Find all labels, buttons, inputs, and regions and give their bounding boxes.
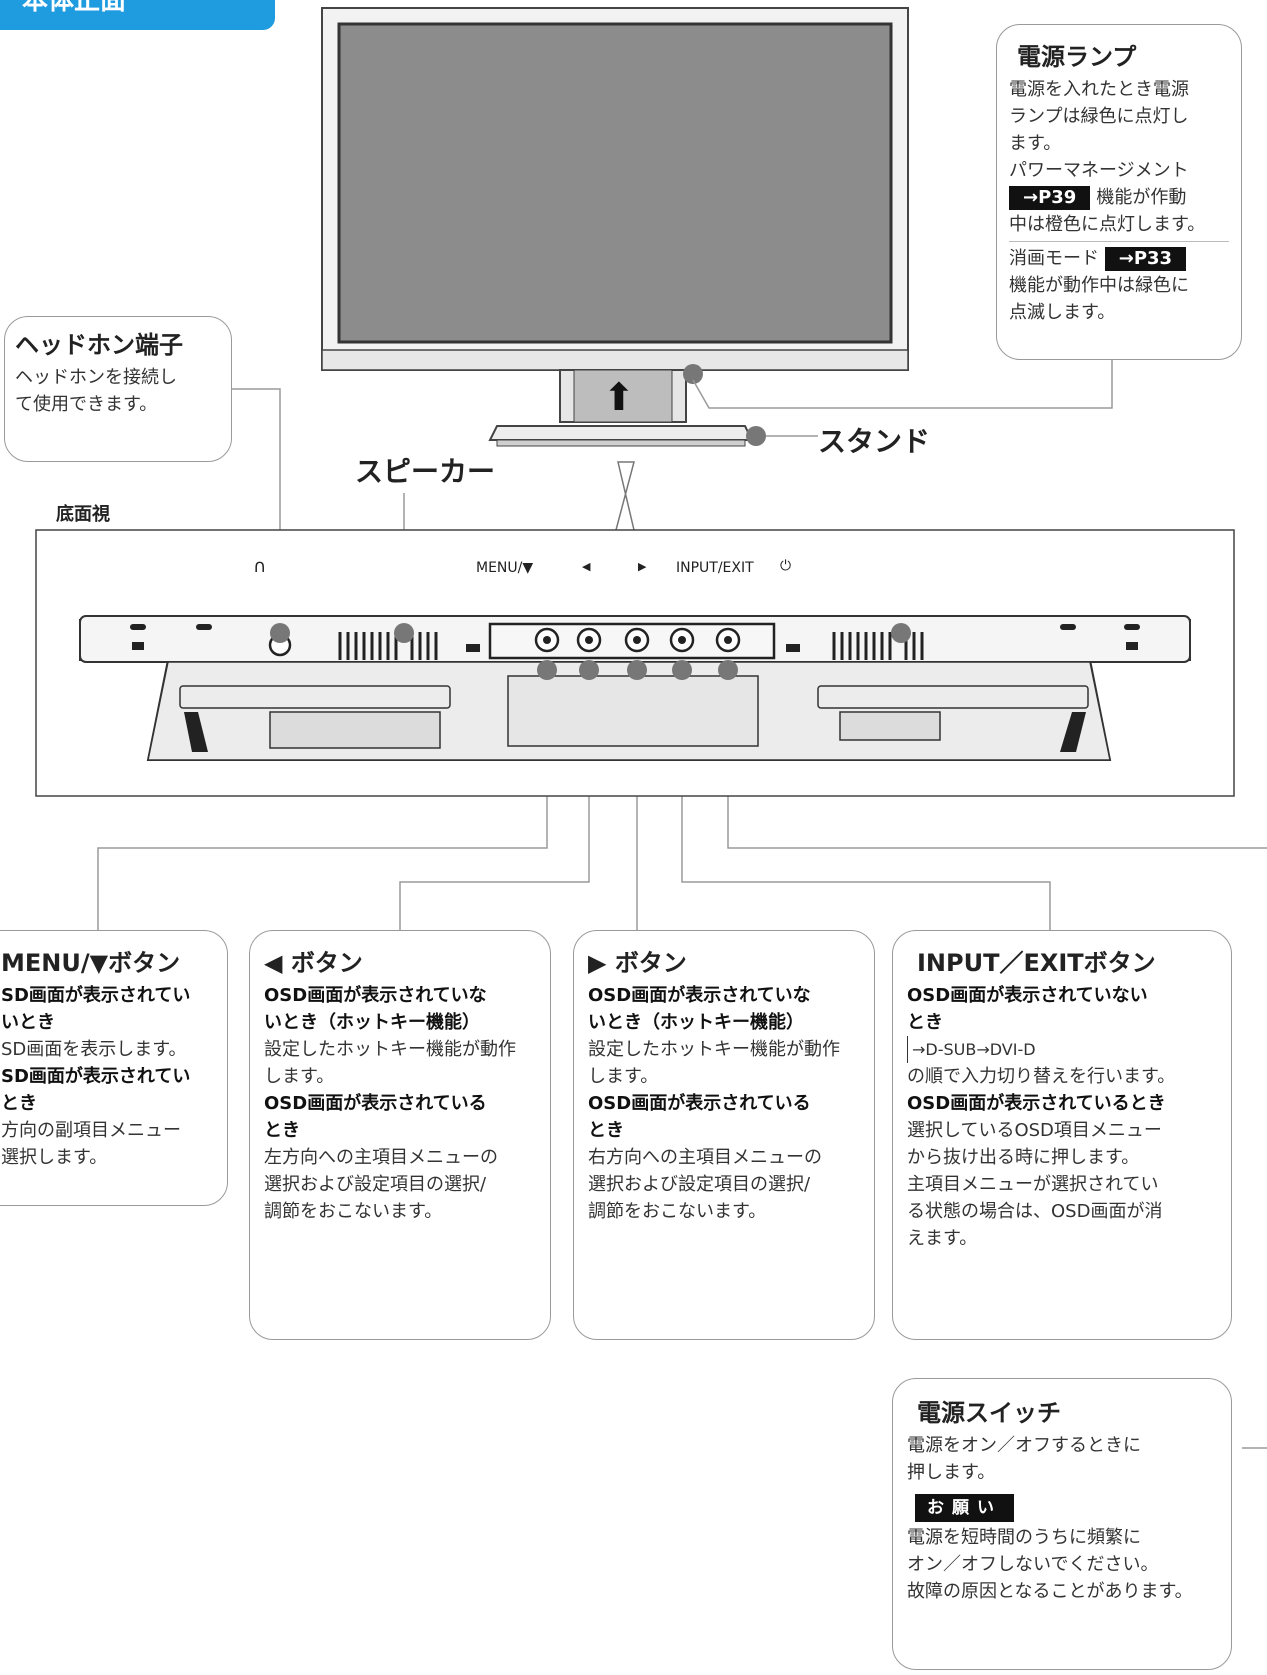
callout-title: 電源ランプ	[1017, 43, 1137, 71]
callout-line: いとき（ホットキー機能）	[588, 1012, 804, 1033]
callout-line: いとき（ホットキー機能）	[264, 1012, 480, 1033]
monitor-screen	[337, 22, 893, 344]
power-lamp-dot	[683, 364, 703, 384]
callout-power-lamp: 電源ランプ 電源を入れたとき電源 ランプは緑色に点灯し ます。 パワーマネージメ…	[996, 24, 1242, 360]
callout-line: とき	[588, 1120, 624, 1141]
callout-line: 選択および設定項目の選択/	[264, 1174, 487, 1195]
stand-label: スタンド	[818, 425, 931, 458]
callout-line: します。	[264, 1066, 335, 1087]
callout-line: ます。	[1009, 133, 1062, 154]
speaker-label: スピーカー	[355, 455, 496, 488]
callout-line: OSD画面が表示されている	[588, 1093, 811, 1114]
callout-line: します。	[588, 1066, 659, 1087]
section-tab-label: 本体正面	[22, 0, 127, 16]
callout-line: 設定したホットキー機能が動作	[588, 1039, 840, 1060]
callout-line: 主項目メニューが選択されてい	[907, 1174, 1159, 1195]
callout-line: パワーマネージメント	[1009, 160, 1189, 181]
bottom-view-dots	[270, 623, 911, 680]
callout-line: 設定したホットキー機能が動作	[264, 1039, 516, 1060]
callout-title: MENU/▼ボタン	[1, 949, 181, 977]
stand-dot	[746, 426, 766, 446]
callout-line: て使用できます。	[15, 394, 158, 415]
callout-line: とき	[907, 1012, 943, 1033]
headphone-icon: ∩	[253, 556, 267, 577]
leader-power-lamp	[692, 360, 1113, 409]
page-ref[interactable]: →P33	[1104, 247, 1187, 271]
monitor-lower-bezel	[321, 349, 909, 371]
bottom-view-body	[79, 615, 1191, 761]
callout-line: 選択しているOSD項目メニュー	[907, 1120, 1162, 1141]
input-button-label: INPUT/EXIT	[676, 560, 754, 576]
callout-line: 電源をオン／オフするときに	[907, 1435, 1141, 1456]
callout-title: INPUT／EXITボタン	[917, 949, 1156, 977]
callout-line: 調節をおこないます。	[264, 1201, 443, 1222]
callout-line: SD画面が表示されてい	[1, 985, 191, 1006]
input-cycle: →D-SUB→DVI-D	[907, 1036, 1036, 1063]
callout-right-button: ▶ ボタン OSD画面が表示されていな いとき（ホットキー機能） 設定したホット…	[573, 930, 875, 1340]
callout-line: 電源を短時間のうちに頻繁に	[907, 1527, 1141, 1548]
stand-neck-inner	[573, 369, 673, 423]
callout-line: 電源を入れたとき電源	[1009, 79, 1189, 100]
callout-input-exit-button: INPUT／EXITボタン OSD画面が表示されていない とき →D-SUB→D…	[892, 930, 1232, 1340]
callout-title: ▶ ボタン	[588, 949, 687, 977]
callout-line: えます。	[907, 1228, 978, 1249]
callout-line: 選択します。	[1, 1147, 108, 1168]
callout-power-switch: 電源スイッチ 電源をオン／オフするときに 押します。 お願い 電源を短時間のうち…	[892, 1378, 1232, 1670]
callout-line: 機能が動作中は緑色に	[1009, 275, 1189, 296]
callout-title: ◀ ボタン	[264, 949, 363, 977]
right-button-label: ▶	[638, 560, 647, 573]
left-button-label: ◀	[582, 560, 591, 573]
callout-line: OSD画面が表示されているとき	[907, 1093, 1166, 1114]
callout-line: いとき	[1, 1012, 55, 1033]
callout-line: SD画面を表示します。	[1, 1039, 187, 1060]
bottom-view-label: 底面視	[56, 504, 110, 525]
callout-line: 方向の副項目メニュー	[1, 1120, 181, 1141]
callout-line: OSD画面が表示されている	[264, 1093, 487, 1114]
page-ref[interactable]: →P39	[1009, 186, 1091, 210]
menu-button-label: MENU/▼	[476, 560, 534, 576]
callout-line: オン／オフしないでください。	[907, 1554, 1159, 1575]
callout-line: 押します。	[907, 1462, 996, 1483]
leader-zoom-wedge	[615, 461, 635, 531]
callout-title: ヘッドホン端子	[15, 331, 183, 359]
callout-line: ランプは緑色に点灯し	[1009, 106, 1189, 127]
callout-line: る状態の場合は、OSD画面が消	[907, 1201, 1163, 1222]
monitor-front	[321, 7, 909, 447]
callout-line: 調節をおこないます。	[588, 1201, 767, 1222]
callout-line: 故障の原因となることがあります。	[907, 1581, 1193, 1602]
callout-left-button: ◀ ボタン OSD画面が表示されていな いとき（ホットキー機能） 設定したホット…	[249, 930, 551, 1340]
callout-line: の順で入力切り替えを行います。	[907, 1066, 1176, 1087]
callout-line: OSD画面が表示されていな	[264, 985, 487, 1006]
callout-line: 右方向への主項目メニューの	[588, 1147, 822, 1168]
callout-line: SD画面が表示されてい	[1, 1066, 191, 1087]
callout-title: 電源スイッチ	[917, 1399, 1061, 1427]
callout-menu-button: MENU/▼ボタン SD画面が表示されてい いとき SD画面を表示します。 SD…	[0, 930, 228, 1206]
up-arrow-icon: ⬆	[603, 375, 635, 419]
callout-line: から抜け出る時に押します。	[907, 1147, 1140, 1168]
callout-line: 左方向への主項目メニューの	[264, 1147, 498, 1168]
callout-line: 選択および設定項目の選択/	[588, 1174, 811, 1195]
callout-line: 中は橙色に点灯します。	[1009, 211, 1229, 242]
callout-line: 消画モード →P33	[1009, 242, 1229, 272]
stand-base-front	[496, 439, 746, 447]
stand-base	[488, 425, 754, 441]
callout-line: 点滅します。	[1009, 302, 1116, 323]
callout-line: ヘッドホンを接続し	[15, 367, 177, 388]
callout-line: OSD画面が表示されていな	[588, 985, 811, 1006]
callout-headphone: ヘッドホン端子 ヘッドホンを接続し て使用できます。	[4, 316, 232, 462]
power-icon: ⏻	[780, 558, 792, 574]
callout-line: OSD画面が表示されていない	[907, 985, 1148, 1006]
callout-line: とき	[264, 1120, 300, 1141]
section-tab: 本体正面	[0, 0, 275, 30]
caution-badge: お願い	[915, 1494, 1014, 1522]
callout-line: とき	[1, 1093, 37, 1114]
